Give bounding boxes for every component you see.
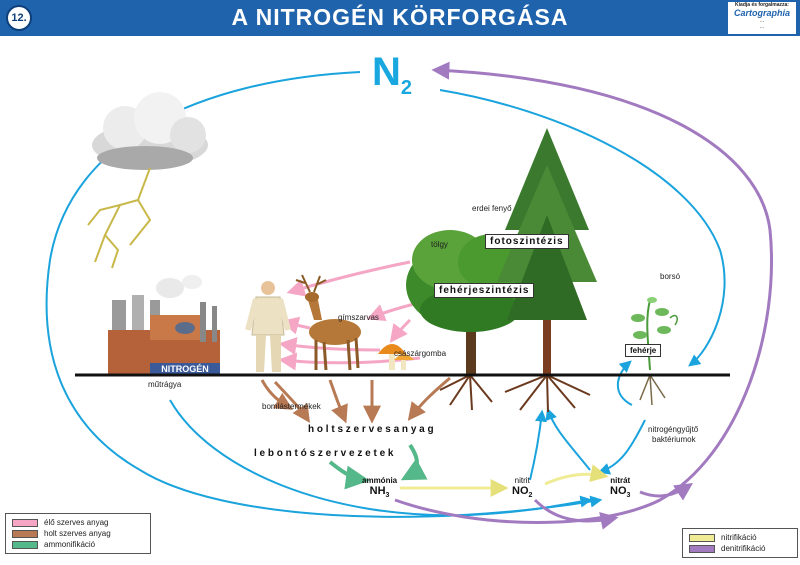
legend-label: ammonifikáció [44, 540, 96, 549]
box-protein-synthesis: fehérjeszintézis [434, 283, 535, 298]
factory-sign: NITROGÉN [161, 364, 209, 374]
legend-row: denitrifikáció [689, 543, 791, 554]
box-protein: fehérje [625, 344, 662, 357]
legend-swatch [12, 540, 38, 549]
n2-to-lightning-arrow [45, 71, 361, 471]
legend-swatch [689, 544, 715, 553]
legend-row: ammonifikáció [12, 539, 144, 550]
label-nitrogen-fixing: nitrogéngyűjtő [648, 425, 699, 434]
legend-label: nitrifikáció [721, 533, 757, 542]
legend-swatch [12, 529, 38, 538]
nitrate-denitrification-arrow [639, 483, 693, 501]
ammonia-name: ammónia [362, 476, 398, 485]
compound-nitrate: nitrát NO3 [610, 476, 630, 499]
publisher-box: Kiadja és forgalmazza: Cartographia ... … [728, 2, 796, 34]
n2-subscript: 2 [400, 77, 413, 99]
deer-icon [295, 274, 361, 371]
dead-matter-arrow-trees [407, 376, 451, 421]
label-deer: gímszarvas [338, 313, 379, 322]
page-title: A NITROGÉN KÖRFORGÁSA [231, 4, 569, 30]
legend-right: nitrifikáció denitrifikáció [682, 528, 798, 558]
ammonia-subscript: 3 [385, 492, 390, 500]
nitrate-to-tree-arrow [545, 407, 591, 471]
box-photosynthesis: fotoszintézis [485, 234, 569, 249]
n2-to-pea-arrow [439, 89, 726, 367]
legend-swatch [689, 533, 715, 542]
oak-to-human-arrow [286, 260, 411, 297]
cloud-icon [92, 92, 208, 170]
tree-roots [439, 374, 591, 413]
legend-row: nitrifikáció [689, 532, 791, 543]
mushroom-to-human-arrow [278, 337, 381, 355]
nitrate-name: nitrát [610, 476, 631, 485]
plant-to-mushroom-arrow [389, 318, 412, 343]
nitrite-denitrification-arrow [533, 498, 619, 530]
ammonification-arrow-2 [328, 460, 370, 490]
ammonification-arrow-1 [400, 443, 428, 481]
chart-number-badge: 12. [6, 5, 32, 31]
nitrite-subscript: 2 [528, 492, 533, 500]
nitrite-to-nitrate-arrow [544, 464, 609, 486]
publisher-line: Kiadja és forgalmazza: [735, 2, 789, 8]
header-bar: 12. A NITROGÉN KÖRFORGÁSA Kiadja és forg… [0, 0, 800, 36]
ammonia-formula: NH [369, 485, 386, 497]
legend-label: élő szerves anyag [44, 518, 109, 527]
dead-matter-arrow-deer [328, 379, 348, 424]
nitrate-subscript: 3 [626, 492, 631, 500]
publisher-logo: Cartographia [733, 8, 790, 18]
bacteria-to-pea-arrow [616, 360, 633, 406]
fertilizer-arrow [169, 399, 593, 517]
bacteria-to-nitrate-arrow [597, 419, 646, 475]
n2-symbol: N [372, 50, 401, 94]
compound-ammonia: ammónia NH3 [362, 476, 397, 499]
label-oak: tölgy [431, 240, 448, 249]
nitrate-formula: NO [610, 485, 627, 497]
legend-label: denitrifikáció [721, 544, 766, 553]
label-pea: borsó [660, 272, 681, 281]
legend-swatch [12, 518, 38, 527]
n2-label: N2 [372, 50, 412, 100]
nitrite-formula: NO [512, 485, 529, 497]
label-decomposition-products: bomlástermékek [262, 402, 321, 411]
label-fertilizer: műtrágya [148, 380, 182, 389]
denitrification-arrow [394, 61, 773, 524]
label-pine: erdei fenyő [472, 204, 512, 213]
pea-plant-icon [631, 297, 678, 406]
mushroom-icon [378, 344, 414, 370]
nitrite-name: nitrit [514, 476, 530, 485]
nitrogen-cycle-diagram: NITROGÉN [45, 61, 773, 530]
lightning-icon [87, 167, 152, 269]
label-bacteria: baktériumok [652, 435, 696, 444]
legend-label: holt szerves anyag [44, 529, 111, 538]
legend-row: holt szerves anyag [12, 528, 144, 539]
legend-row: élő szerves anyag [12, 517, 144, 528]
legend-left: élő szerves anyag holt szerves anyag ammon… [5, 513, 151, 554]
text-decomposer-organisms: l e b o n t ó s z e r v e z e t e k [254, 448, 394, 459]
dead-matter-arrow-human-2 [273, 380, 310, 423]
publisher-address: ... [759, 18, 765, 24]
pine-tree-icon [497, 128, 597, 375]
text-dead-organic-matter: h o l t s z e r v e s a n y a g [308, 424, 434, 435]
publisher-contact: ... [759, 24, 765, 30]
human-figure-icon [245, 281, 291, 372]
factory-icon: NITROGÉN [108, 275, 220, 375]
dead-matter-arrow-human [260, 379, 294, 410]
compound-nitrite: nitrit NO2 [512, 476, 532, 499]
label-mushroom: császárgomba [394, 349, 447, 358]
nitrite-to-tree-arrow [529, 409, 547, 481]
